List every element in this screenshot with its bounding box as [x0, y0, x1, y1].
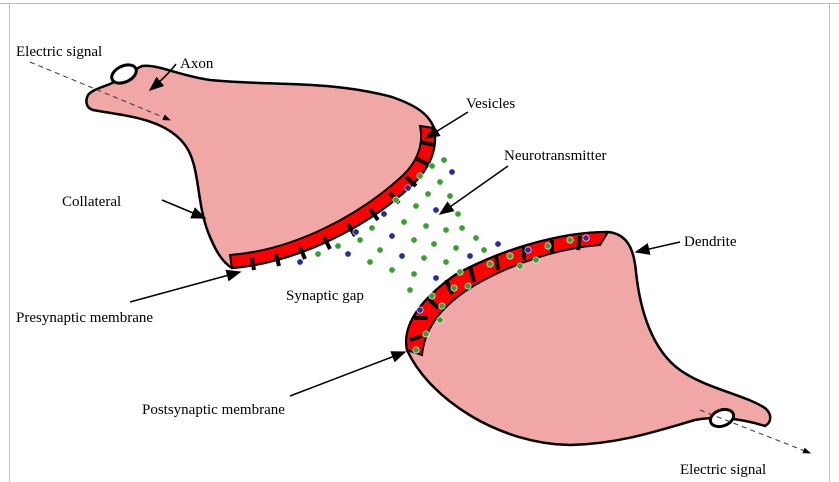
collateral-pointer: [162, 200, 205, 218]
neurotransmitter-dot: [431, 241, 437, 247]
neurotransmitter-dot: [467, 253, 473, 259]
label-electric-signal-in: Electric signal: [16, 44, 102, 60]
postsynaptic-pointer: [290, 352, 405, 396]
neurotransmitter-dot: [421, 255, 427, 261]
label-presynaptic-membrane: Presynaptic membrane: [16, 310, 153, 326]
neurotransmitter-dot: [507, 253, 513, 259]
neurotransmitter-dot: [443, 259, 449, 265]
neurotransmitter-dot: [405, 185, 411, 191]
label-dendrite: Dendrite: [684, 234, 737, 250]
neurotransmitter-dot: [567, 237, 573, 243]
neurotransmitter-dot: [381, 211, 387, 217]
neurotransmitter-dot: [525, 247, 531, 253]
neurotransmitter-dot: [411, 271, 417, 277]
label-electric-signal-out: Electric signal: [680, 462, 766, 478]
neurotransmitter-dot: [455, 211, 461, 217]
presynaptic-terminal: [86, 61, 435, 270]
neurotransmitter-dot: [377, 247, 383, 253]
neurotransmitter-dot: [357, 237, 363, 243]
neurotransmitter-dot: [441, 157, 447, 163]
neurotransmitter-dot: [533, 257, 539, 263]
neurotransmitter-dot: [399, 253, 405, 259]
label-postsynaptic-membrane: Postsynaptic membrane: [142, 402, 285, 418]
neurotransmitter-dot: [367, 259, 373, 265]
neurotransmitter-dot: [437, 179, 443, 185]
neurotransmitter-dot: [393, 197, 399, 203]
neurotransmitter-dot: [465, 283, 471, 289]
neurotransmitter-dot: [457, 269, 463, 275]
neurotransmitter-dot: [417, 307, 423, 313]
neurotransmitter-dot: [413, 203, 419, 209]
neurotransmitter-dot: [517, 263, 523, 269]
neurotransmitter-dot: [335, 243, 341, 249]
neurotransmitter-dot: [407, 287, 413, 293]
neurotransmitter-dot: [315, 251, 321, 257]
neurotransmitter-dot: [439, 303, 445, 309]
neurotransmitter-dot: [423, 223, 429, 229]
neurotransmitter-dot: [453, 245, 459, 251]
neurotransmitter-dot: [473, 235, 479, 241]
neurotransmitter-dot: [433, 275, 439, 281]
neurotransmitter-dot: [447, 193, 453, 199]
neurotransmitter-dot: [401, 219, 407, 225]
neurotransmitter-dot: [487, 261, 493, 267]
neurotransmitter-dot: [423, 331, 429, 337]
neurotransmitter-dot: [443, 227, 449, 233]
neurotransmitter-dot: [459, 225, 465, 231]
neurotransmitter-dot: [297, 259, 303, 265]
label-synaptic-gap: Synaptic gap: [286, 288, 364, 304]
neurotransmitter-dot: [449, 169, 455, 175]
neurotransmitter-dot: [429, 293, 435, 299]
postsynaptic-terminal: [406, 232, 770, 445]
neurotransmitter-dot: [411, 237, 417, 243]
neurotransmitter-dot: [389, 233, 395, 239]
neurotransmitter-dot: [583, 235, 589, 241]
neurotransmitter-dot: [353, 229, 359, 235]
neurotransmitter-dot: [417, 173, 423, 179]
neurotransmitter-dot: [437, 317, 443, 323]
neurotransmitter-dot: [433, 207, 439, 213]
neurotransmitter-dot: [545, 243, 551, 249]
neurotransmitter-dot: [425, 191, 431, 197]
presynaptic-body: [86, 66, 435, 268]
neurotransmitter-dot: [451, 285, 457, 291]
neurotransmitter-dot: [481, 247, 487, 253]
label-neurotransmitter: Neurotransmitter: [504, 148, 606, 164]
label-collateral: Collateral: [62, 194, 121, 210]
dendrite-pointer: [636, 242, 680, 252]
neurotransmitter-dot: [389, 267, 395, 273]
neurotransmitter-dot: [345, 251, 351, 257]
neurotransmitter-dot: [495, 241, 501, 247]
label-axon: Axon: [180, 56, 214, 72]
presynaptic-pointer: [130, 272, 240, 302]
label-vesicles: Vesicles: [466, 96, 515, 112]
neurotransmitter-dot: [413, 347, 419, 353]
neurotransmitter-dot: [369, 225, 375, 231]
neurotransmitter-dot: [429, 163, 435, 169]
